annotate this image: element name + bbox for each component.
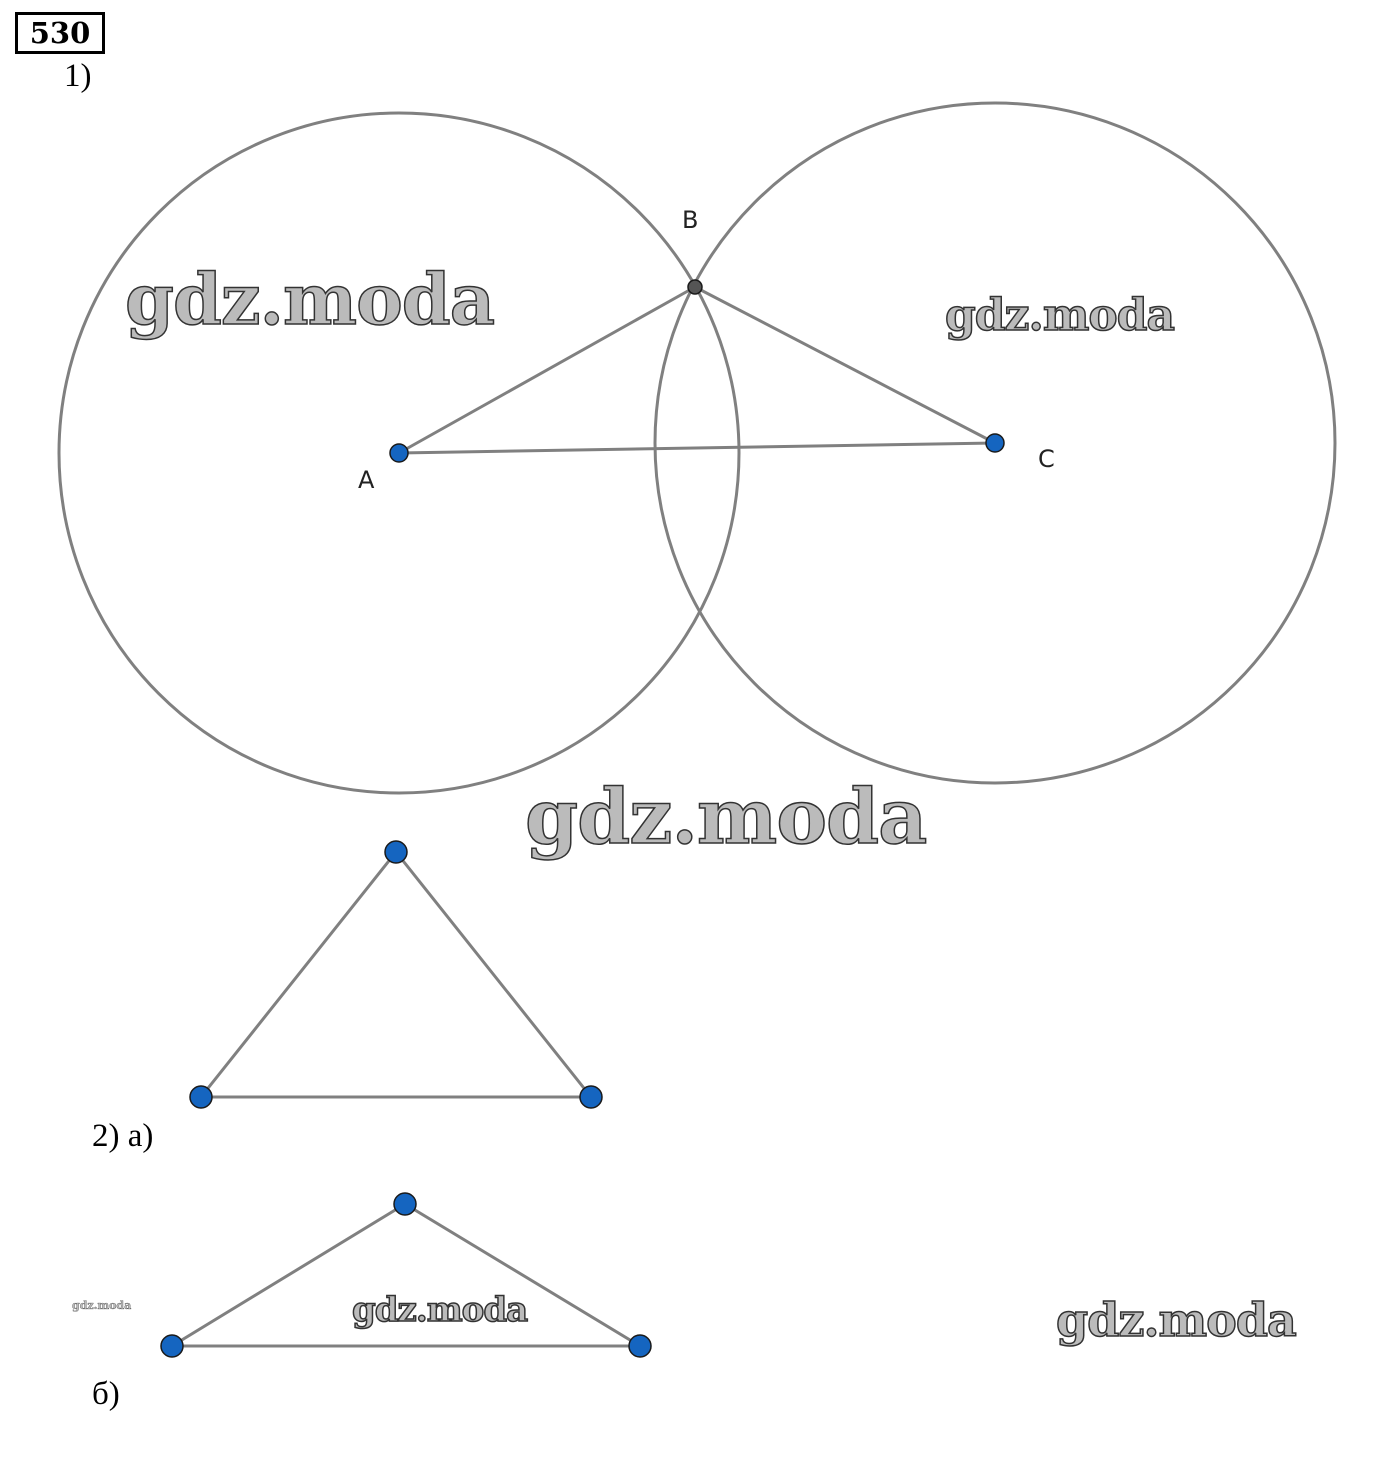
segment-ac [398, 441, 996, 455]
point-b [687, 279, 703, 295]
triangle-2a [197, 849, 595, 1099]
watermark: gdz.moda [351, 1289, 529, 1331]
point-2a-top [384, 840, 408, 864]
part2b-label: б) [92, 1376, 120, 1412]
part1-label: 1) [64, 58, 92, 94]
label-a: A [358, 466, 375, 494]
segment-ab [398, 285, 696, 455]
label-b: B [682, 206, 698, 234]
watermark: gdz.moda [944, 289, 1176, 342]
point-2b-top [393, 1192, 417, 1216]
part2a-label: 2) а) [92, 1118, 154, 1154]
point-2b-right [628, 1334, 652, 1358]
watermark: gdz.moda [1055, 1292, 1297, 1348]
triangle-2b [166, 1202, 646, 1348]
watermark: gdz.moda [72, 1299, 132, 1312]
point-2a-right [579, 1085, 603, 1109]
point-2a-left [189, 1085, 213, 1109]
label-c: C [1038, 445, 1055, 473]
segment-bc [694, 285, 996, 445]
circle-c [653, 101, 1337, 785]
watermark: gdz.moda [524, 771, 928, 862]
watermark: gdz.moda [124, 257, 496, 342]
point-2b-left [160, 1334, 184, 1358]
circle-a [57, 111, 741, 795]
point-a [389, 443, 409, 463]
problem-number: 530 [15, 12, 105, 54]
point-c [985, 433, 1005, 453]
